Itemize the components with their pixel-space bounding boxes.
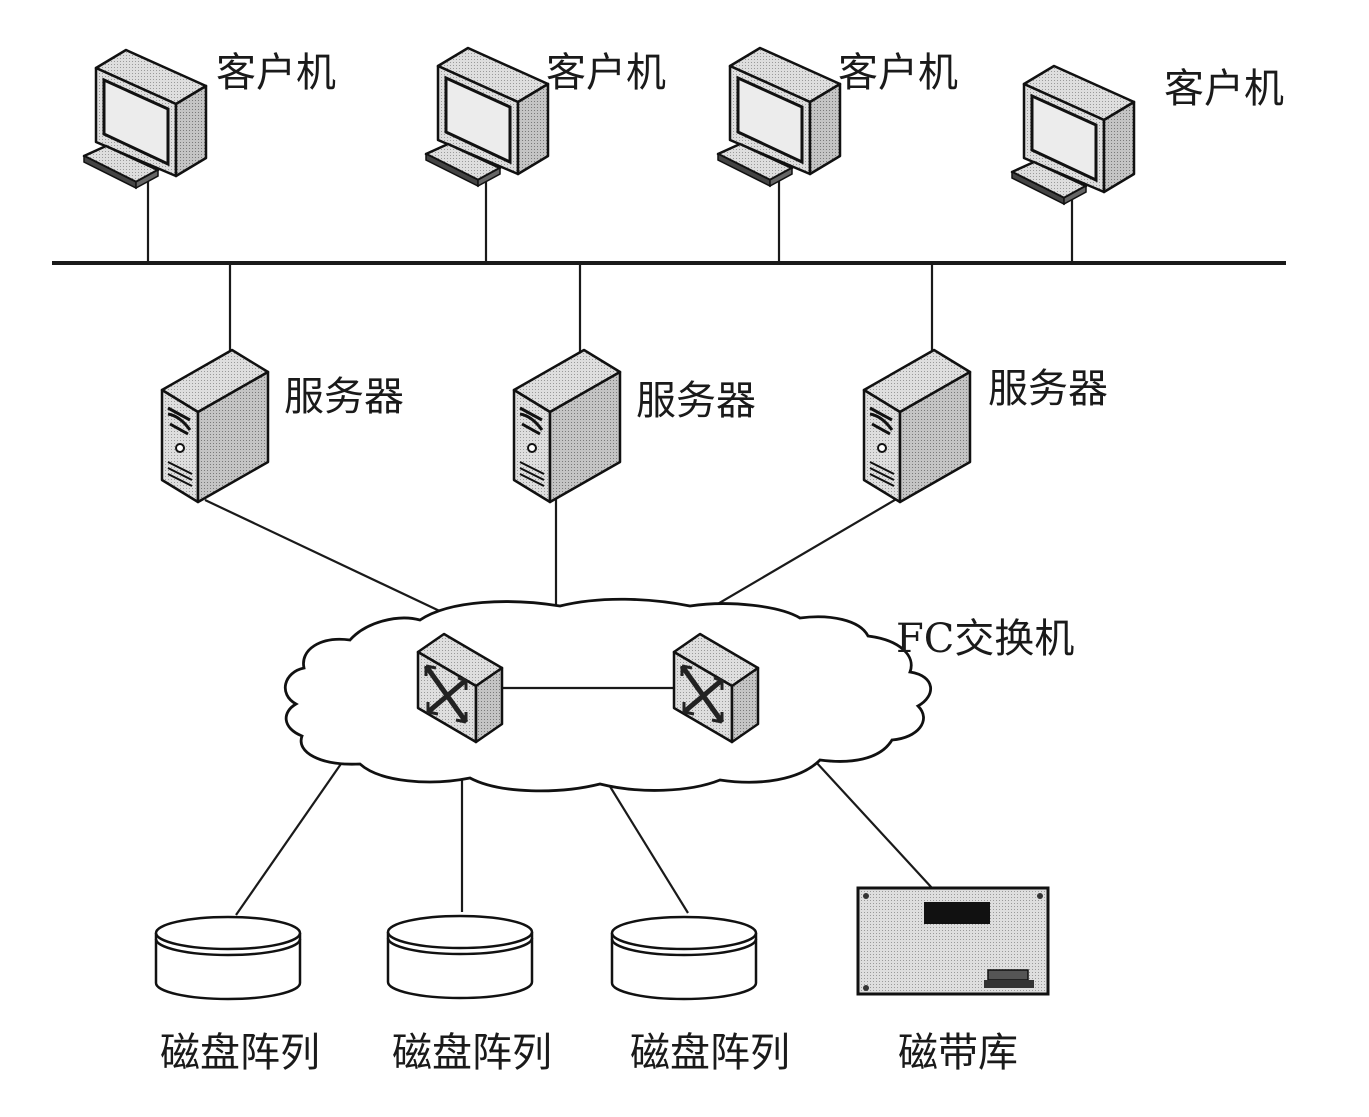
- server-label-2: 服务器: [636, 378, 756, 424]
- storage-link-1: [235, 747, 353, 916]
- server-fabric-link-1: [204, 499, 447, 615]
- client-computer-icon-1: [82, 48, 208, 190]
- storage-label-2: 磁盘阵列: [392, 1030, 552, 1076]
- server-fabric-link-3: [703, 493, 906, 613]
- storage-label-1: 磁盘阵列: [160, 1030, 320, 1076]
- disk-array-icon-3: [610, 915, 758, 1001]
- server-icon-3: [862, 348, 972, 504]
- tape-library-icon: [856, 886, 1050, 996]
- client-computer-icon-2: [424, 46, 550, 188]
- server-icon-1: [160, 348, 270, 504]
- storage-link-3: [605, 779, 689, 914]
- fc-fabric-cloud: [283, 597, 933, 793]
- disk-array-icon-1: [154, 915, 302, 1001]
- disk-array-icon-2: [386, 914, 534, 1000]
- client-label-2: 客户机: [546, 50, 666, 96]
- client-label-3: 客户机: [838, 50, 958, 96]
- fc-switch-label: FC交换机: [896, 616, 1074, 662]
- storage-link-4: [815, 761, 933, 889]
- server-label-1: 服务器: [284, 374, 404, 420]
- server-label-3: 服务器: [988, 366, 1108, 412]
- storage-label-4: 磁带库: [898, 1030, 1018, 1076]
- client-computer-icon-3: [716, 46, 842, 188]
- client-label-1: 客户机: [216, 50, 336, 96]
- server-icon-2: [512, 348, 622, 504]
- storage-label-3: 磁盘阵列: [630, 1030, 790, 1076]
- client-label-4: 客户机: [1164, 66, 1284, 112]
- client-computer-icon-4: [1010, 64, 1136, 206]
